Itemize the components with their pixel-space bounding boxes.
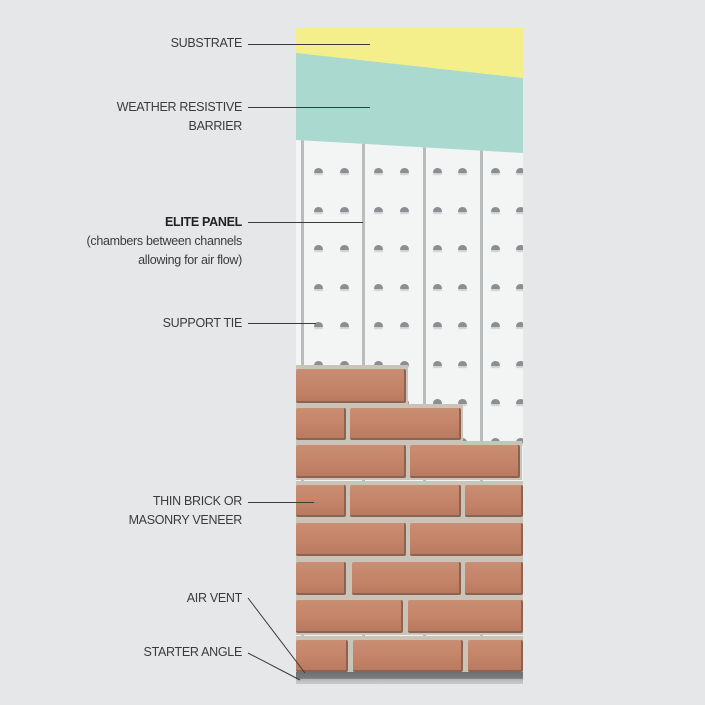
panel-dimple <box>491 322 500 327</box>
thin-brick <box>353 640 463 672</box>
panel-dimple <box>314 206 323 212</box>
panel-dimple <box>516 283 523 289</box>
panel-dimple <box>400 245 409 250</box>
panel-dimple <box>458 245 467 250</box>
panel-dimple <box>433 322 442 327</box>
panel-dimple <box>340 168 349 173</box>
panel-dimple <box>374 168 383 173</box>
thin-brick <box>296 485 346 517</box>
thin-brick <box>465 485 523 517</box>
thin-brick <box>296 369 406 403</box>
panel-dimple <box>458 399 467 404</box>
panel-dimple <box>314 168 323 173</box>
panel-dimple <box>400 322 409 327</box>
thin-brick <box>408 600 523 633</box>
starter-angle-layer <box>296 672 523 684</box>
panel-dimple <box>433 168 442 173</box>
panel-dimple <box>491 206 500 212</box>
panel-dimple <box>516 437 523 443</box>
panel-dimple <box>516 245 523 250</box>
label-thin-brick-veneer: THIN BRICK OR MASONRY VENEER <box>128 494 243 527</box>
thin-brick <box>410 445 520 478</box>
label-weather-resistive-barrier: WEATHER RESISTIVE BARRIER <box>116 100 243 133</box>
leader-line-starter-angle <box>247 652 301 681</box>
panel-dimple <box>458 322 467 327</box>
panel-dimple <box>374 283 383 289</box>
label-elite-panel: ELITE PANEL (chambers between channels a… <box>86 215 243 267</box>
panel-dimple <box>491 283 500 289</box>
panel-dimple <box>374 322 383 327</box>
panel-dimple <box>314 245 323 250</box>
panel-dimple <box>340 283 349 289</box>
panel-channel <box>480 140 483 684</box>
thin-brick <box>352 562 461 595</box>
wall-cutaway-illustration <box>296 28 523 684</box>
panel-dimple <box>458 206 467 212</box>
panel-dimple <box>400 168 409 173</box>
leader-line-support-tie <box>248 323 316 324</box>
label-support-tie: SUPPORT TIE <box>162 316 243 330</box>
panel-dimple <box>516 206 523 212</box>
panel-dimple <box>314 283 323 289</box>
panel-dimple <box>491 245 500 250</box>
leader-line-air-vent <box>247 597 306 674</box>
panel-dimple <box>433 399 442 404</box>
leader-line-weather-resistive-barrier <box>248 107 370 108</box>
panel-dimple <box>340 245 349 250</box>
thin-brick <box>296 600 403 633</box>
panel-dimple <box>516 399 523 404</box>
thin-brick <box>296 562 346 595</box>
leader-line-substrate <box>248 44 370 45</box>
panel-dimple <box>374 206 383 212</box>
panel-dimple <box>458 168 467 173</box>
thin-brick <box>296 408 346 440</box>
panel-dimple <box>433 245 442 250</box>
panel-dimple <box>458 283 467 289</box>
panel-dimple <box>491 168 500 173</box>
panel-dimple <box>516 168 523 173</box>
panel-dimple <box>340 360 349 366</box>
panel-dimple <box>433 360 442 366</box>
panel-dimple <box>314 322 323 327</box>
thin-brick <box>465 562 523 595</box>
panel-dimple <box>516 322 523 327</box>
panel-dimple <box>314 360 323 366</box>
thin-brick <box>296 640 348 672</box>
thin-brick <box>296 523 406 556</box>
panel-dimple <box>433 283 442 289</box>
panel-dimple <box>491 360 500 366</box>
panel-dimple <box>516 360 523 366</box>
leader-line-elite-panel <box>248 222 363 223</box>
panel-dimple <box>340 206 349 212</box>
panel-dimple <box>458 360 467 366</box>
label-substrate: SUBSTRATE <box>170 36 243 50</box>
label-air-vent: AIR VENT <box>186 591 243 605</box>
thin-brick <box>468 640 523 672</box>
thin-brick <box>350 485 461 517</box>
leader-line-thin-brick <box>248 502 314 503</box>
panel-dimple <box>491 437 500 443</box>
thin-brick <box>410 523 523 556</box>
panel-dimple <box>400 206 409 212</box>
panel-dimple <box>400 283 409 289</box>
panel-dimple <box>491 399 500 404</box>
panel-dimple <box>374 245 383 250</box>
thin-brick <box>350 408 461 440</box>
panel-dimple <box>400 360 409 366</box>
label-starter-angle: STARTER ANGLE <box>143 645 243 659</box>
panel-dimple <box>433 206 442 212</box>
panel-dimple <box>340 322 349 327</box>
panel-dimple <box>374 360 383 366</box>
thin-brick <box>296 445 406 478</box>
